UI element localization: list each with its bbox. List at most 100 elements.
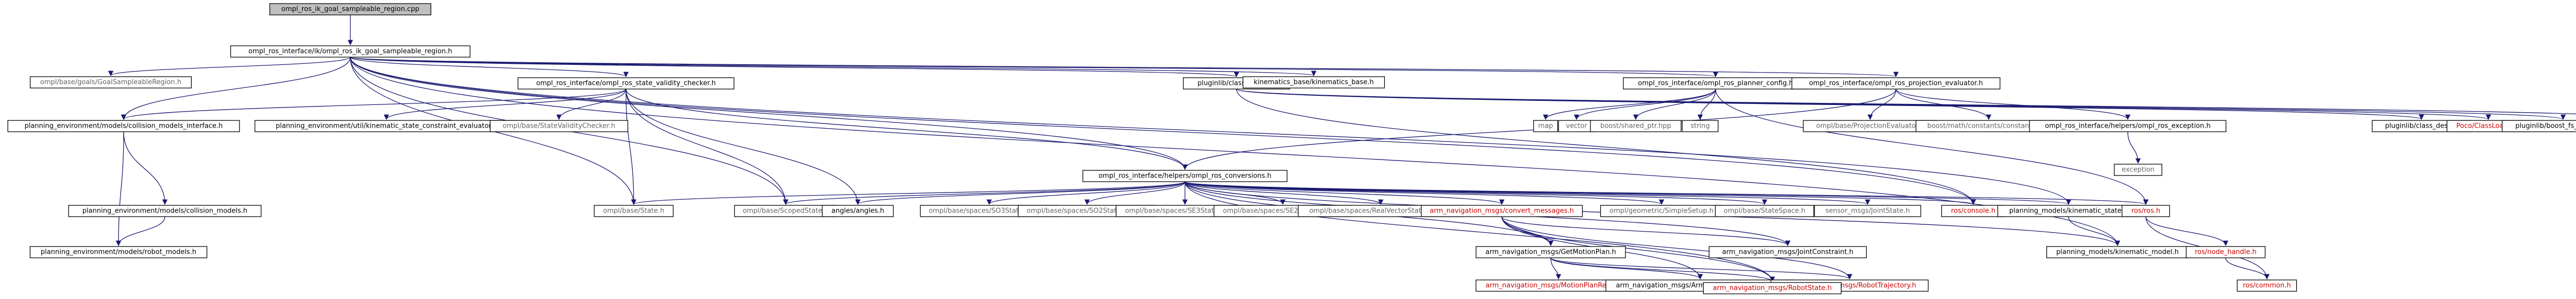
node-arm-navigation-msgs-jointconstraint-h[interactable]: arm_navigation_msgs/JointConstraint.h: [1708, 246, 1867, 258]
edge-getmp-to-errcodes: [1550, 257, 1703, 280]
nodes-layer: ompl_ros_ik_goal_sampleable_region.cppom…: [7, 3, 2576, 294]
node-label: ompl_ros_ik_goal_sampleable_region.cpp: [281, 6, 419, 13]
node-label: boost/math/constants/constants.hpp: [1927, 122, 2050, 130]
node-label: ompl/base/spaces/RealVectorStateSpace.h: [1309, 207, 1452, 215]
node-label: ros/console.h: [1951, 207, 1995, 215]
node-label: ompl/base/goals/GoalSampleableRegion.h: [40, 79, 181, 86]
node-label: ompl/base/State.h: [603, 207, 664, 215]
node-box: [1708, 246, 1867, 258]
edge-cm_iface-to-collmodels: [123, 131, 168, 205]
edge-conv-to-state: [631, 181, 1185, 205]
node-box: [2501, 120, 2576, 132]
edge-validity-to-cm_iface: [121, 89, 626, 120]
edge-nodehandle-to-roscommon: [2225, 257, 2270, 280]
node-pluginlib-class-desc-h[interactable]: pluginlib/class_desc.h: [2371, 120, 2471, 132]
node-ros-common-h[interactable]: ros/common.h: [2236, 279, 2297, 292]
node-boost-math-constants-constants-hpp[interactable]: boost/math/constants/constants.hpp: [1916, 120, 2062, 132]
edge-conv-to-scoped: [783, 181, 1185, 205]
node-string[interactable]: string: [1682, 120, 1719, 132]
node-ompl-geometric-simplesetup-h[interactable]: ompl/geometric/SimpleSetup.h: [1600, 205, 1723, 217]
edge-proj_eval-to-exc_h: [1895, 89, 2131, 120]
node-boost-shared-ptr-hpp[interactable]: boost/shared_ptr.hpp: [1590, 120, 1682, 132]
node-arm-navigation-msgs-convert-messages-h[interactable]: arm_navigation_msgs/convert_messages.h: [1420, 205, 1583, 217]
node-label: ompl_ros_interface/ik/ompl_ros_ik_goal_s…: [248, 48, 452, 56]
node-box: [1082, 170, 1287, 182]
edge-getmp-to-mpr: [1550, 257, 1562, 280]
node-sensor-msgs-jointstate-h[interactable]: sensor_msgs/JointState.h: [1814, 205, 1921, 217]
node-label: planning_environment/models/robot_models…: [41, 249, 196, 256]
node-planning-environment-models-collision-models-interface-h[interactable]: planning_environment/models/collision_mo…: [7, 120, 240, 132]
edge-validity-to-angles: [625, 89, 861, 205]
node-ompl-ros-interface-ompl-ros-projection-evaluator-h[interactable]: ompl_ros_interface/ompl_ros_projection_e…: [1791, 77, 2001, 90]
node-label: arm_navigation_msgs/MotionPlanRequest.h: [1485, 282, 1631, 290]
node-ompl-base-projectionevaluator-h[interactable]: ompl/base/ProjectionEvaluator.h: [1803, 120, 1938, 132]
node-label: pluginlib/boost_fs_wrapper.h: [2515, 122, 2576, 130]
node-ompl-base-statevaliditychecker-h[interactable]: ompl/base/StateValidityChecker.h: [489, 120, 629, 132]
edge-conv-to-geometric: [1184, 181, 1664, 205]
edge-convmsg-to-getmp: [1501, 216, 1554, 247]
edge-validity-to-state: [625, 89, 637, 205]
node-ompl-ros-interface-ompl-ros-planner-config-h[interactable]: ompl_ros_interface/ompl_ros_planner_conf…: [1623, 77, 1808, 90]
node-exception[interactable]: exception: [2114, 164, 2162, 176]
edge-planner_cfg-to-vector: [1573, 89, 1716, 120]
node-pluginlib-boost-fs-wrapper-h[interactable]: pluginlib/boost_fs_wrapper.h: [2501, 120, 2576, 132]
node-angles-angles-h[interactable]: angles/angles.h: [822, 205, 894, 217]
edge-conv-to-jointstate: [1184, 181, 1870, 205]
node-label: ompl_ros_interface/helpers/ompl_ros_conv…: [1098, 172, 1272, 180]
edge-validity-to-conv: [625, 89, 1188, 170]
node-label: arm_navigation_msgs/convert_messages.h: [1430, 207, 1574, 215]
node-ompl-ros-interface-ik-ompl-ros-ik-goal-sampleable-region-h[interactable]: ompl_ros_interface/ik/ompl_ros_ik_goal_s…: [230, 45, 471, 58]
edge-hdr-to-goalsamp: [108, 57, 351, 77]
node-label: planning_environment/models/collision_mo…: [25, 122, 223, 130]
edge-validity-to-kin_eval: [383, 89, 626, 120]
edge-classloader-to-rosconsole: [1236, 89, 1976, 205]
node-ompl-base-goals-goalsampleableregion-h[interactable]: ompl/base/goals/GoalSampleableRegion.h: [29, 76, 192, 89]
node-label: ompl_ros_interface/helpers/ompl_ros_exce…: [2045, 122, 2210, 130]
edge-kinstate-to-kinmodel: [2068, 216, 2121, 247]
node-ros-console-h[interactable]: ros/console.h: [1941, 205, 2006, 217]
node-kinematics-base-kinematics-base-h[interactable]: kinematics_base/kinematics_base.h: [1242, 76, 1385, 89]
node-ompl-ros-ik-goal-sampleable-region-cpp[interactable]: ompl_ros_ik_goal_sampleable_region.cpp: [269, 3, 432, 15]
node-ompl-ros-interface-ompl-ros-state-validity-checker-h[interactable]: ompl_ros_interface/ompl_ros_state_validi…: [517, 77, 735, 90]
node-map[interactable]: map: [1533, 120, 1558, 132]
edge-planner_cfg-to-rosros: [1715, 89, 2149, 205]
node-planning-environment-models-robot-models-h[interactable]: planning_environment/models/robot_models…: [29, 246, 208, 258]
node-planning-models-kinematic-model-h[interactable]: planning_models/kinematic_model.h: [2046, 246, 2189, 258]
edge-validity-to-svc: [556, 89, 626, 120]
node-label: map: [1538, 122, 1553, 130]
edge-hdr-to-cm_iface: [121, 57, 351, 120]
node-ompl-base-statespace-h[interactable]: ompl/base/StateSpace.h: [1715, 205, 1815, 217]
node-label: planning_models/kinematic_model.h: [2056, 249, 2179, 256]
node-arm-navigation-msgs-getmotionplan-h[interactable]: arm_navigation_msgs/GetMotionPlan.h: [1476, 246, 1626, 258]
node-label: ros/common.h: [2243, 282, 2291, 290]
node-label: ompl/base/ScopedState.h: [743, 207, 829, 215]
node-box: [594, 205, 674, 217]
node-ros-ros-h[interactable]: ros/ros.h: [2122, 205, 2170, 217]
node-box: [269, 3, 432, 15]
node-box: [1476, 246, 1626, 258]
node-planning-models-kinematic-state-h[interactable]: planning_models/kinematic_state.h: [1997, 205, 2140, 217]
node-ompl-base-scopedstate-h[interactable]: ompl/base/ScopedState.h: [734, 205, 838, 217]
edge-convmsg-to-robotstate: [1501, 216, 1775, 283]
node-planning-environment-util-kinematic-state-constraint-evaluator-h[interactable]: planning_environment/util/kinematic_stat…: [255, 120, 518, 132]
node-box: [489, 120, 629, 132]
edge-cm_iface-to-robotmodels: [115, 131, 124, 247]
node-box: [2236, 279, 2297, 292]
node-box: [1533, 120, 1558, 132]
node-box: [822, 205, 894, 217]
node-ros-node-handle-h[interactable]: ros/node_handle.h: [2185, 246, 2266, 258]
node-box: [1814, 205, 1921, 217]
node-arm-navigation-msgs-robotstate-h[interactable]: arm_navigation_msgs/RobotState.h: [1703, 282, 1842, 294]
node-planning-environment-models-collision-models-h[interactable]: planning_environment/models/collision_mo…: [68, 205, 262, 217]
edge-convmsg-to-robottraj: [1501, 216, 1853, 280]
node-ompl-base-state-h[interactable]: ompl/base/State.h: [594, 205, 674, 217]
node-label: ompl/base/ProjectionEvaluator.h: [1816, 122, 1924, 130]
node-label: pluginlib/class_desc.h: [2385, 122, 2458, 130]
node-ompl-ros-interface-helpers-ompl-ros-conversions-h[interactable]: ompl_ros_interface/helpers/ompl_ros_conv…: [1082, 170, 1287, 182]
edge-conv-to-realvec: [1184, 181, 1384, 205]
node-ompl-ros-interface-helpers-ompl-ros-exception-h[interactable]: ompl_ros_interface/helpers/ompl_ros_exce…: [2029, 120, 2227, 132]
edge-conv-to-rosros: [1184, 181, 2148, 205]
node-box: [1715, 205, 1815, 217]
node-vector[interactable]: vector: [1558, 120, 1595, 132]
node-label: vector: [1566, 122, 1587, 130]
